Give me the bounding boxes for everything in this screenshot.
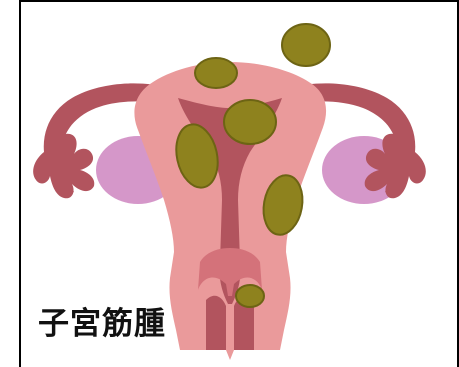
figure-caption: 子宮筋腫 — [38, 309, 166, 340]
fibroid-fundus-left — [195, 58, 237, 88]
left-fimbriae — [33, 134, 94, 199]
fibroid-top-outer — [282, 24, 330, 66]
fibroid-center — [224, 100, 276, 144]
fibroid-cervical — [236, 285, 264, 307]
